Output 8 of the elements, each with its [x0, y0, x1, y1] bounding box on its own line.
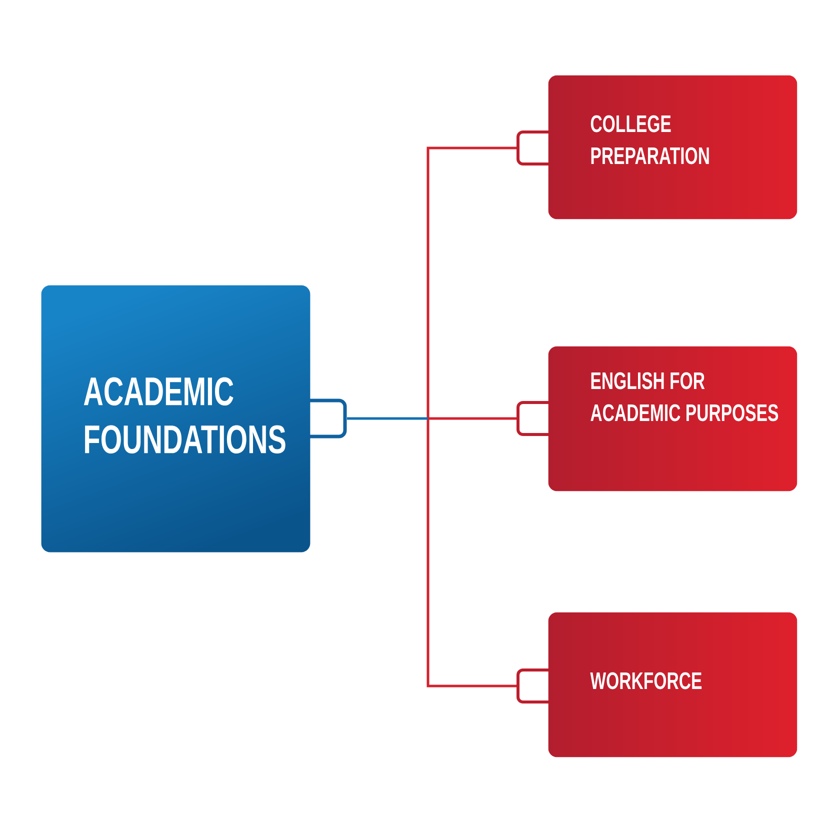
program-box: ENGLISH FOR ACADEMIC PURPOSES: [516, 346, 798, 492]
connector-line: [426, 418, 516, 688]
connector-line: [426, 146, 516, 418]
program-box: COLLEGE PREPARATION: [516, 75, 798, 220]
topic-box: ACADEMIC FOUNDATIONS: [41, 285, 347, 552]
program-box: WORKFORCE: [516, 612, 798, 758]
connector-line: [347, 417, 428, 420]
connector-line: [428, 417, 516, 420]
